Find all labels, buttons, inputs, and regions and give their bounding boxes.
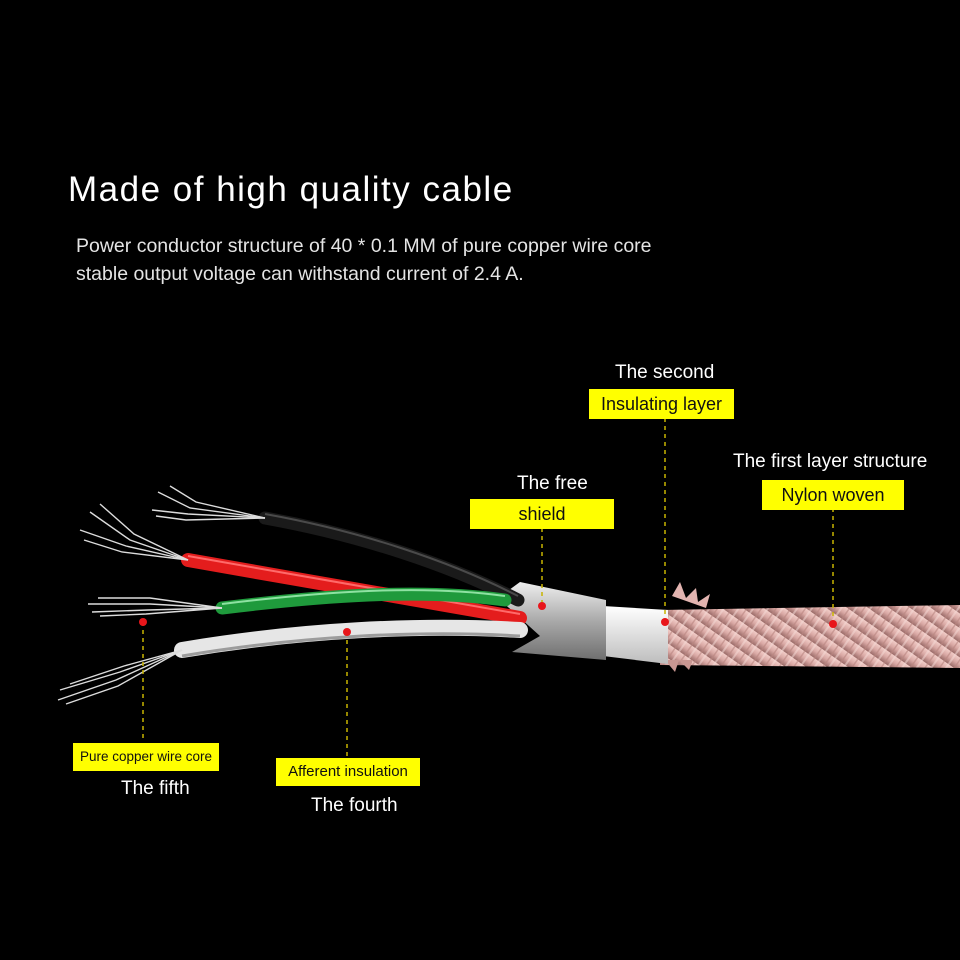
subtext: Power conductor structure of 40 * 0.1 MM… xyxy=(76,232,652,288)
tag-afferent-insulation: Afferent insulation xyxy=(276,758,420,786)
caption-fifth: The fifth xyxy=(121,778,190,799)
wire-white xyxy=(174,619,528,658)
foil-shield xyxy=(498,582,606,660)
copper-strands xyxy=(57,485,266,705)
insulating-layer xyxy=(603,606,668,664)
tag-shield: shield xyxy=(470,499,614,529)
tag-pure-copper-wire-core: Pure copper wire core xyxy=(73,743,219,771)
caption-free: The free xyxy=(517,473,588,494)
wire-black xyxy=(258,511,525,607)
tag-nylon-woven: Nylon woven xyxy=(762,480,904,510)
headline: Made of high quality cable xyxy=(68,170,514,209)
caption-fourth: The fourth xyxy=(311,795,398,816)
caption-second: The second xyxy=(615,362,715,383)
subtext-line-2: stable output voltage can withstand curr… xyxy=(76,263,524,285)
tag-insulating-layer: Insulating layer xyxy=(589,389,734,419)
caption-first-layer: The first layer structure xyxy=(733,451,928,472)
subtext-line-1: Power conductor structure of 40 * 0.1 MM… xyxy=(76,235,652,257)
wire-green xyxy=(215,587,512,615)
marker-dots xyxy=(139,602,837,636)
leader-lines xyxy=(142,418,834,758)
nylon-braid-jacket xyxy=(660,582,960,672)
